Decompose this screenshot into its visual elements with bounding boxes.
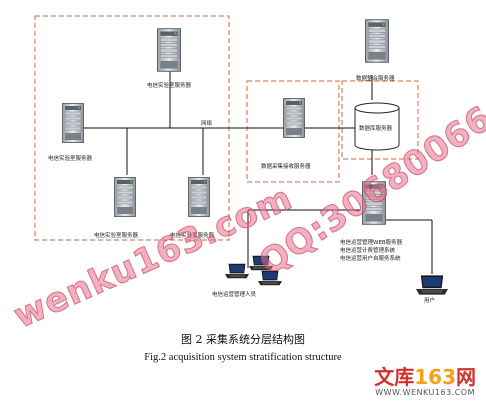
test-server-bottom-1-icon	[114, 176, 136, 218]
test-server-left-icon	[62, 103, 84, 143]
user-laptop-icon	[416, 275, 448, 295]
caption-english: Fig.2 acquisition system stratification …	[144, 352, 342, 363]
test-server-top-label: 电信实验室服务器	[147, 81, 192, 89]
database-icon	[354, 102, 400, 151]
integration-server-label: 数据整合服务器	[356, 74, 395, 82]
collect-server-icon	[283, 97, 305, 139]
test-server-bottom-1-label: 电信实验室服务器	[94, 231, 139, 239]
test-server-left-label: 电信实验室服务器	[48, 154, 93, 162]
collect-server-label: 数据采集接收服务器	[261, 162, 311, 170]
web-server-label-3: 电信运营用户自服务系统	[340, 254, 401, 262]
database-group	[341, 80, 419, 160]
test-server-top-icon	[157, 28, 181, 72]
user-label: 用户	[424, 296, 435, 304]
test-server-bottom-2-label: 电信实验室服务器	[170, 231, 215, 239]
web-server-label-2: 电信运营计费管理系统	[340, 246, 396, 254]
network-lines	[82, 70, 433, 274]
brand-part-3: 网	[456, 365, 476, 389]
architecture-diagram: 电信实验室服务器 网络 电信实验室服务器 电信实验室服务器 电信实验室服务器 数…	[34, 15, 448, 304]
web-server-label-1: 电信运营管理WEB服务器	[340, 238, 403, 246]
operator-laptop-1-icon	[225, 263, 249, 279]
brand-url: WWW.WENKU163.COM	[375, 388, 476, 397]
operators-label: 电信运营管理人员	[212, 290, 257, 298]
caption-chinese: 图 2 采集系统分层结构图	[181, 333, 305, 346]
brand-part-2: 163	[414, 365, 456, 389]
brand-logo: 文库163网 WWW.WENKU163.COM	[374, 361, 476, 397]
integration-server-icon	[365, 19, 389, 63]
db-server-label: 数据库服务器	[359, 124, 393, 132]
brand-part-1: 文库	[374, 365, 415, 389]
network-label: 网络	[201, 119, 213, 127]
